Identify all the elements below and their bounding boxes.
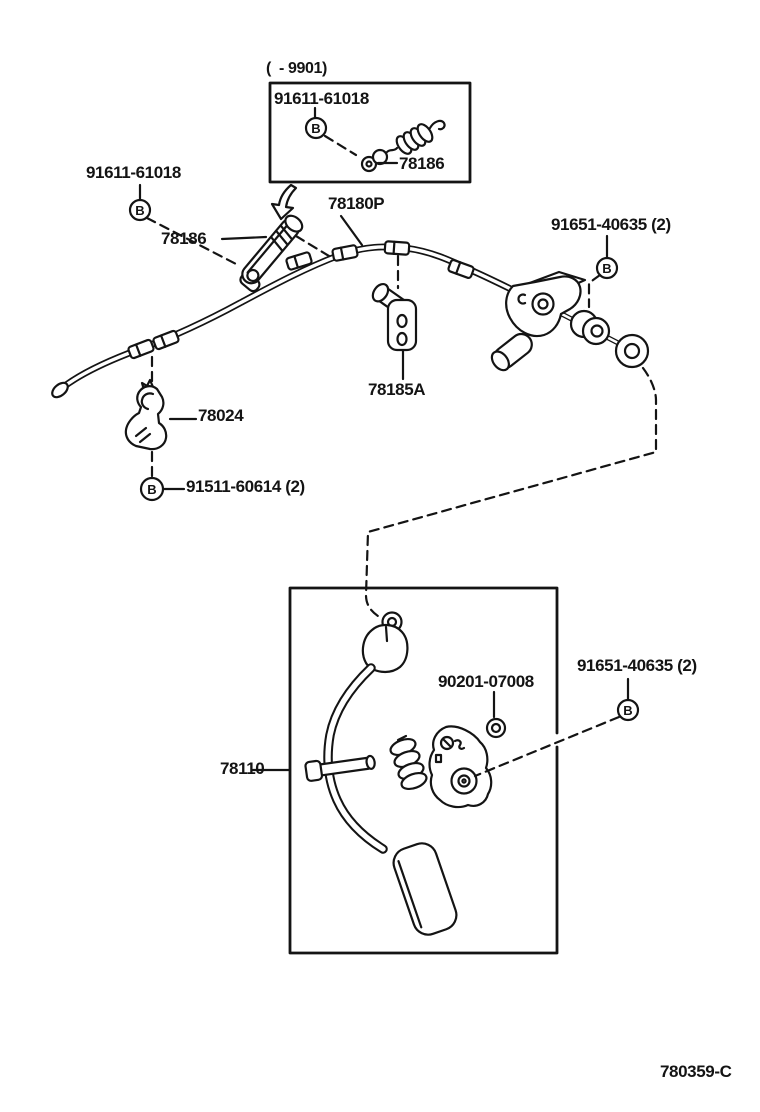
linkage-stub: [490, 332, 533, 372]
inset-spring-label: 78186: [399, 154, 445, 173]
bolt-marker-letter: B: [602, 261, 611, 276]
cable-collar: [152, 329, 180, 351]
pointer-arrow-icon: [270, 183, 298, 221]
cable-label: 78180P: [328, 194, 385, 213]
lever-body: [239, 214, 304, 293]
bolt-marker-letter: B: [147, 482, 156, 497]
bolt-marker-icon: B: [128, 198, 152, 222]
cable-end-tip: [51, 381, 69, 399]
bolt-marker-icon: B: [304, 116, 328, 140]
pedal-boot: [361, 623, 409, 673]
dashed-inset-nut-to-spring: [323, 134, 358, 157]
pedal-mount-bracket: [428, 725, 493, 809]
clamp-body: [124, 385, 168, 451]
clamp-label: 78024: [198, 406, 244, 425]
dashed-lever-to-cable: [294, 234, 331, 258]
cable-collar: [383, 240, 411, 256]
drawing-number: 780359-C: [660, 1062, 732, 1081]
bolt-marker-icon: B: [616, 698, 640, 722]
pedal-nut: [485, 717, 507, 739]
dashed-bolt-to-pedal-bracket: [473, 715, 621, 778]
leader-lever: [220, 235, 268, 241]
throttle-cable: [51, 214, 537, 399]
dashed-nut-to-lever: [145, 216, 240, 267]
pedal-spring: [389, 734, 428, 791]
cable-bracket: [371, 254, 418, 381]
cable-clamp: B: [124, 355, 198, 502]
clamp-screw-label: 91511-60614 (2): [186, 477, 305, 496]
throttle-lever: [220, 183, 331, 293]
bolt-marker-letter: B: [135, 203, 144, 218]
lever-label: 78186: [161, 229, 207, 248]
bracket-label: 78185A: [368, 380, 426, 399]
cable-collar: [127, 338, 155, 360]
cable-collar: [331, 244, 359, 262]
accelerator-pedal-assembly: [251, 611, 507, 936]
nut-top-left-group: B: [128, 183, 240, 267]
inset-box: [268, 81, 472, 184]
pedal-pivot-bolt: [304, 754, 376, 782]
nut-top-left-label: 91611-61018: [86, 163, 181, 182]
bolt-right-bottom-group: B: [473, 677, 640, 778]
inset-nut-label: 91611-61018: [274, 89, 369, 108]
firewall-linkage: [490, 270, 650, 372]
bracket-body: [386, 298, 418, 352]
bolt-marker-letter: B: [623, 703, 632, 718]
bolt-right-top-group: B: [587, 234, 619, 309]
cable-collar: [447, 259, 475, 279]
leader-cable: [339, 214, 364, 247]
pedal-label: 78110: [220, 759, 265, 778]
bolt-right-bottom-label: 91651-40635 (2): [577, 656, 697, 675]
cable-collar: [285, 251, 313, 271]
bolt-right-top-label: 91651-40635 (2): [551, 215, 671, 234]
inset-box-group: B: [268, 81, 472, 184]
bolt-marker-icon: B: [595, 256, 619, 280]
pedal-nut-label: 90201-07008: [438, 672, 534, 691]
inset-variant-note: ( - 9901): [266, 60, 327, 77]
dashed-bolt-to-linkage: [587, 273, 602, 309]
pedal-nut-group: [485, 690, 507, 739]
dashed-linkage-to-pedal: [364, 366, 658, 620]
linkage-grommet: [614, 333, 650, 369]
bolt-marker-letter: B: [311, 121, 320, 136]
pedal-pad: [392, 842, 458, 936]
bolt-marker-icon: B: [139, 476, 165, 502]
